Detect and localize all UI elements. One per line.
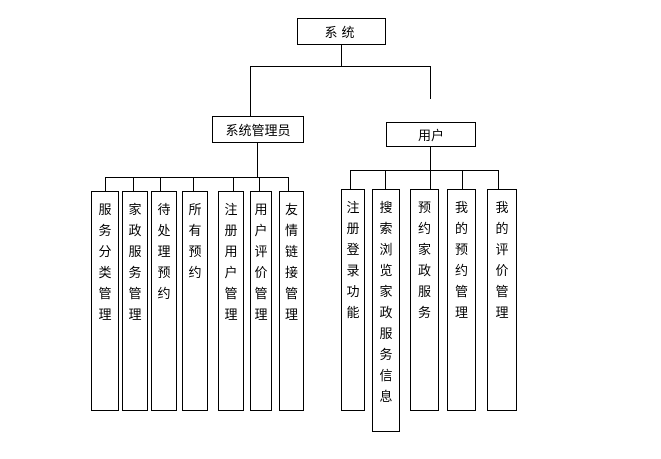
user-child-label: 搜索浏览家政服务信息 (379, 201, 393, 405)
user-child-node: 我的预约管理 (447, 189, 476, 411)
connector-line (105, 177, 106, 192)
admin-child-node: 友情链接管理 (279, 191, 304, 411)
connector-line (105, 177, 289, 178)
admin-child-label: 家政服务管理 (128, 203, 142, 323)
user-child-node: 注册登录功能 (341, 189, 365, 411)
admin-child-label: 服务分类管理 (98, 203, 112, 323)
connector-line (430, 170, 431, 189)
connector-line (257, 142, 258, 177)
admin-child-label: 用户评价管理 (254, 203, 268, 323)
admin-child-node: 注册用户管理 (218, 191, 244, 411)
user-child-node: 搜索浏览家政服务信息 (372, 189, 400, 432)
connector-line (462, 170, 463, 189)
connector-line (160, 177, 161, 192)
user-child-node: 我的评价管理 (487, 189, 517, 411)
connector-line (259, 177, 260, 192)
admin-child-node: 所有预约 (182, 191, 208, 411)
connector-line (233, 177, 234, 192)
user-child-node: 预约家政服务 (410, 189, 439, 411)
admin-child-label: 待处理预约 (157, 203, 171, 302)
connector-line (341, 44, 342, 66)
admin-child-node: 待处理预约 (151, 191, 177, 411)
connector-line (350, 170, 499, 171)
user-child-label: 预约家政服务 (417, 201, 431, 321)
user-child-label: 注册登录功能 (346, 201, 360, 321)
connector-line (385, 170, 386, 189)
user-node: 用户 (386, 122, 476, 147)
admin-child-label: 友情链接管理 (284, 203, 298, 323)
root-label: 系统 (324, 26, 359, 41)
connector-line (430, 146, 431, 170)
admin-child-label: 注册用户管理 (224, 203, 238, 323)
root-node: 系统 (297, 18, 386, 45)
connector-line (288, 177, 289, 192)
connector-line (250, 66, 251, 117)
admin-node: 系统管理员 (212, 116, 304, 143)
admin-child-node: 服务分类管理 (91, 191, 119, 411)
admin-child-node: 用户评价管理 (250, 191, 272, 411)
connector-line (498, 170, 499, 189)
user-child-label: 我的预约管理 (454, 201, 468, 321)
connector-line (350, 170, 351, 189)
connector-line (430, 66, 431, 99)
connector-line (133, 177, 134, 192)
connector-line (250, 66, 431, 67)
admin-child-node: 家政服务管理 (122, 191, 148, 411)
user-child-label: 我的评价管理 (495, 201, 509, 321)
connector-line (193, 177, 194, 192)
admin-label: 系统管理员 (225, 124, 291, 139)
user-label: 用户 (417, 129, 444, 144)
admin-child-label: 所有预约 (188, 203, 202, 281)
